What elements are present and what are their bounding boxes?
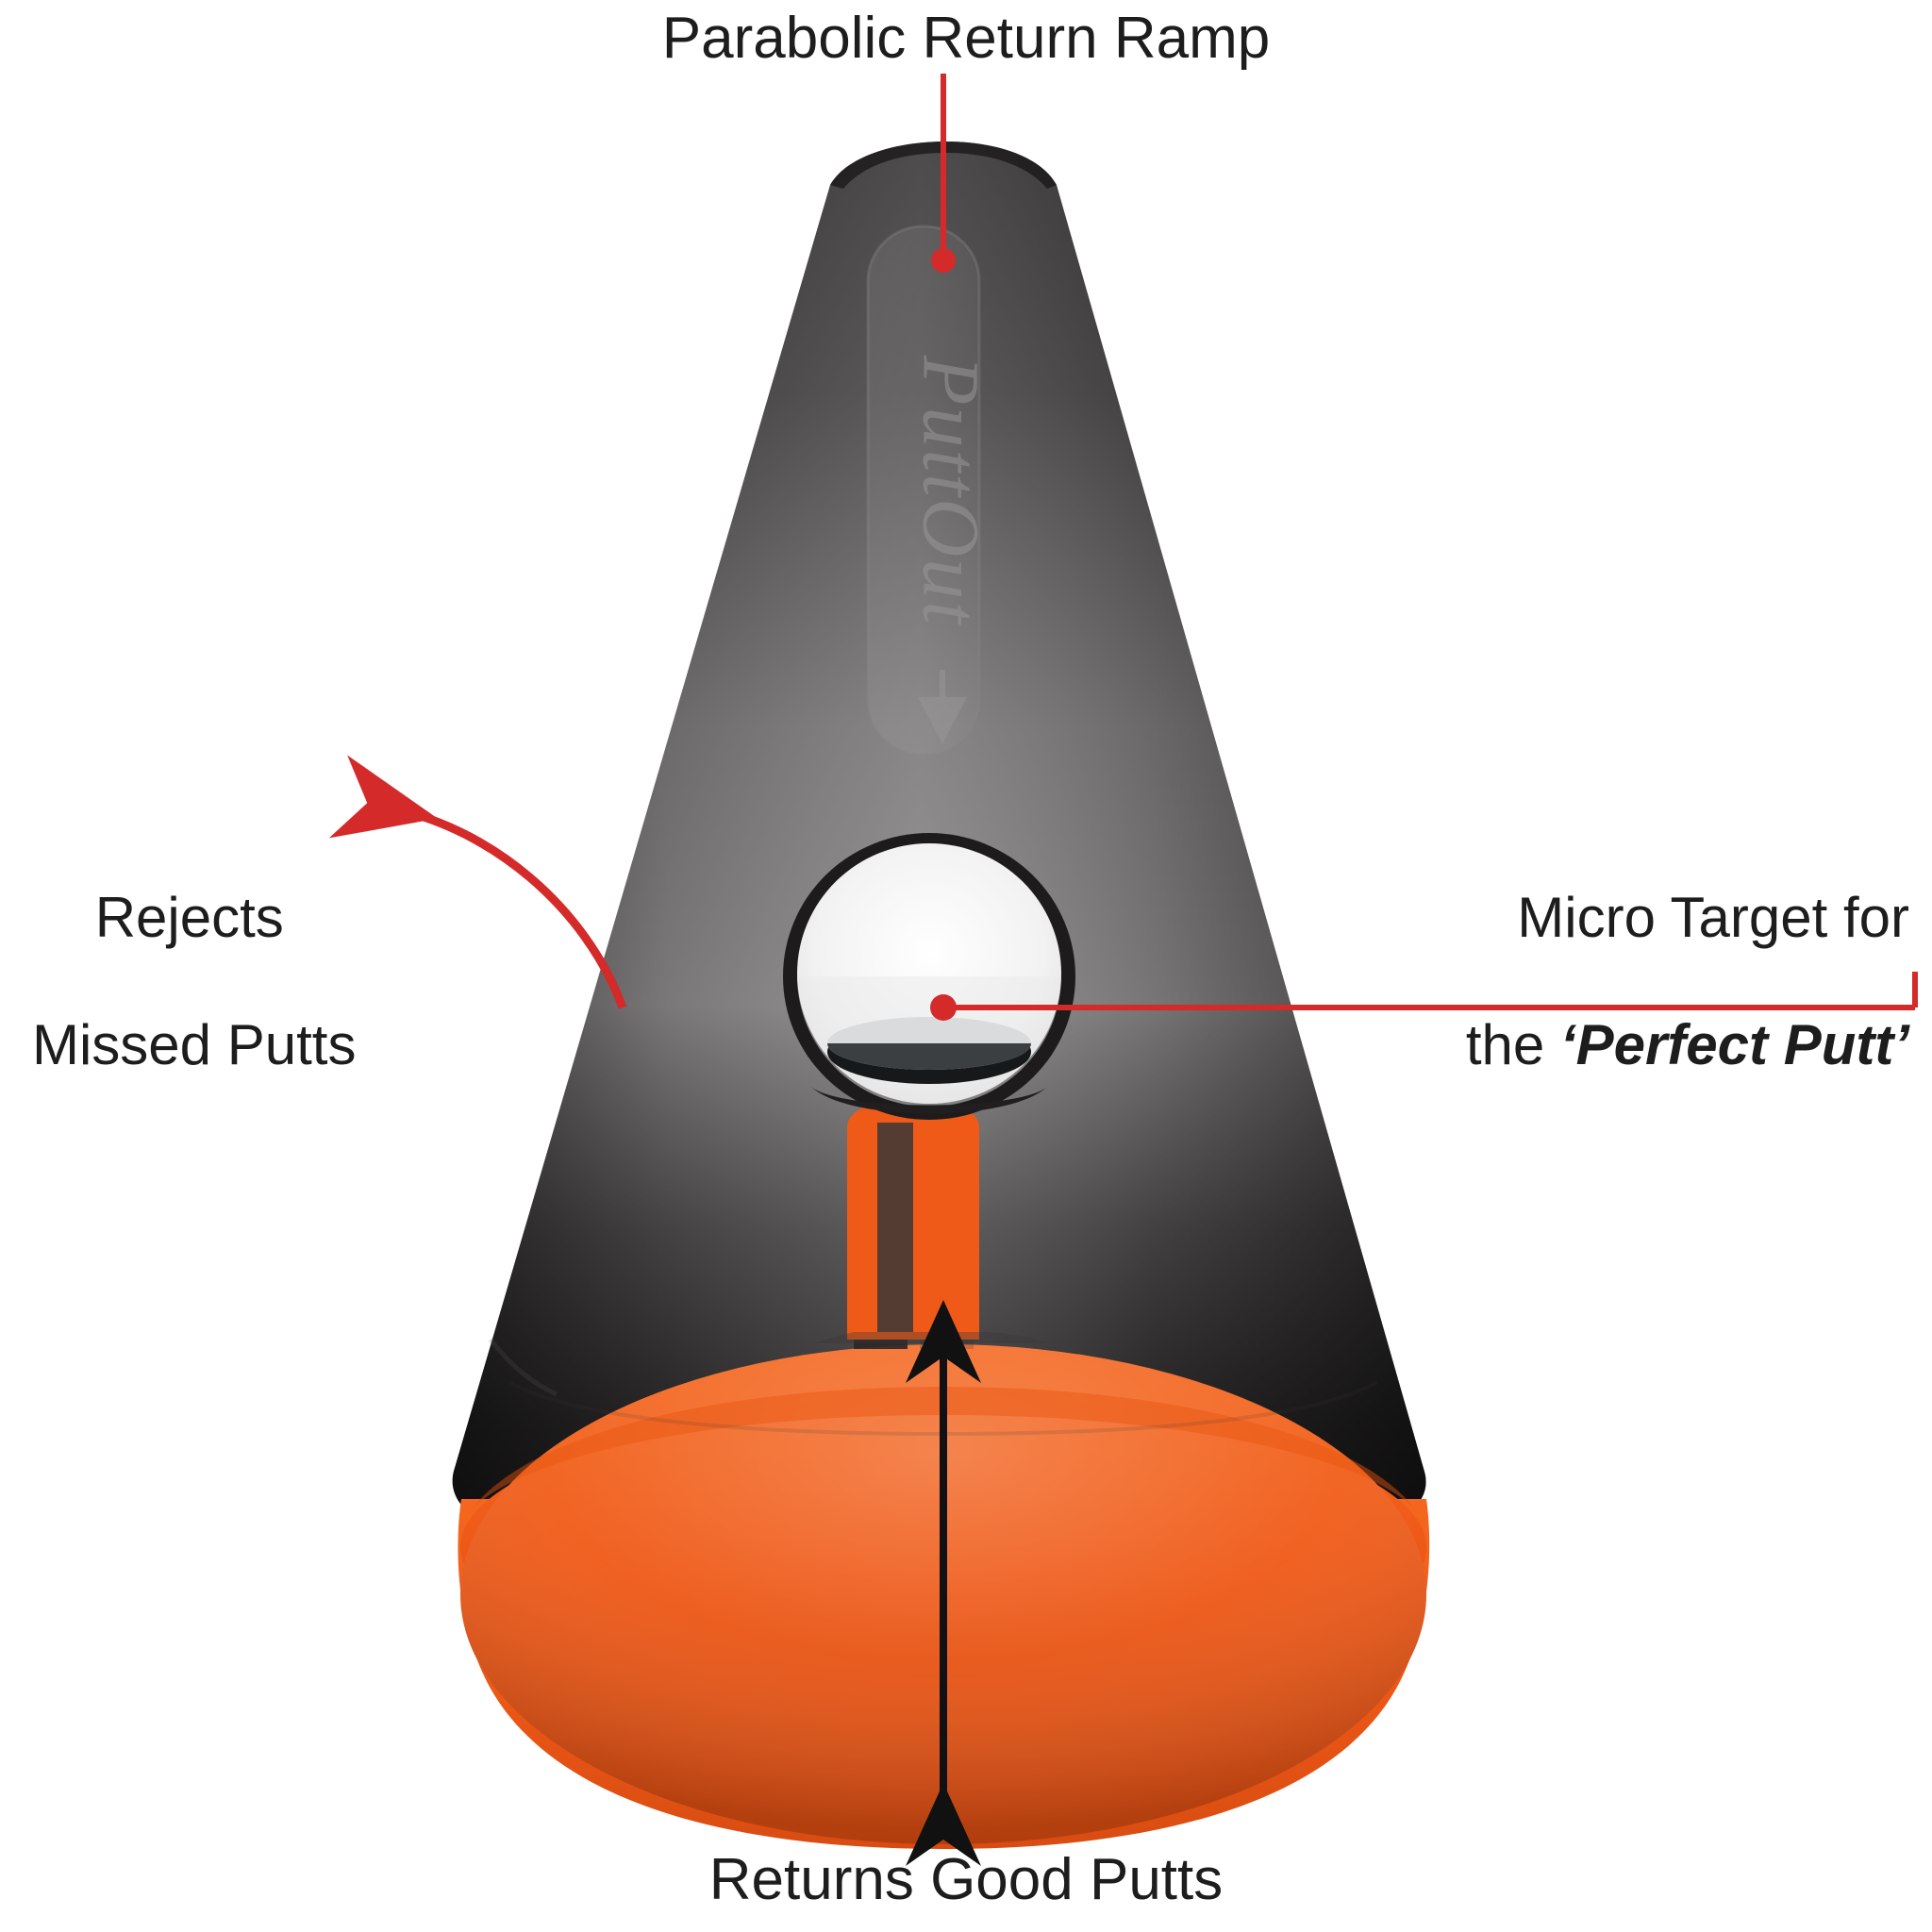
callout-rejects-line2: Missed Putts	[32, 1012, 357, 1076]
micro-target-hole	[783, 833, 1075, 1120]
svg-text:PuttOut: PuttOut	[906, 355, 996, 625]
callout-rejects-missed-putts: Rejects Missed Putts	[32, 823, 523, 1203]
callout-micro-target-emphasis: ‘Perfect Putt’	[1559, 1012, 1909, 1076]
callout-returns-good-putts: Returns Good Putts	[708, 1847, 1224, 1912]
callout-rejects-line1: Rejects	[94, 886, 284, 950]
brand-logo-plate: PuttOut	[866, 225, 996, 757]
cone-lower-edges	[489, 1338, 1379, 1436]
callout-micro-target: Micro Target for the ‘Perfect Putt’	[1136, 823, 1909, 1203]
orange-base	[458, 1099, 1430, 1849]
connector-parabolic-return-ramp	[931, 74, 956, 273]
callout-micro-target-prefix: the	[1465, 1012, 1560, 1076]
callout-micro-target-line2: the ‘Perfect Putt’	[1136, 1013, 1909, 1076]
callout-parabolic-return-ramp: Parabolic Return Ramp	[661, 6, 1271, 71]
callout-micro-target-line1: Micro Target for	[1517, 886, 1909, 950]
